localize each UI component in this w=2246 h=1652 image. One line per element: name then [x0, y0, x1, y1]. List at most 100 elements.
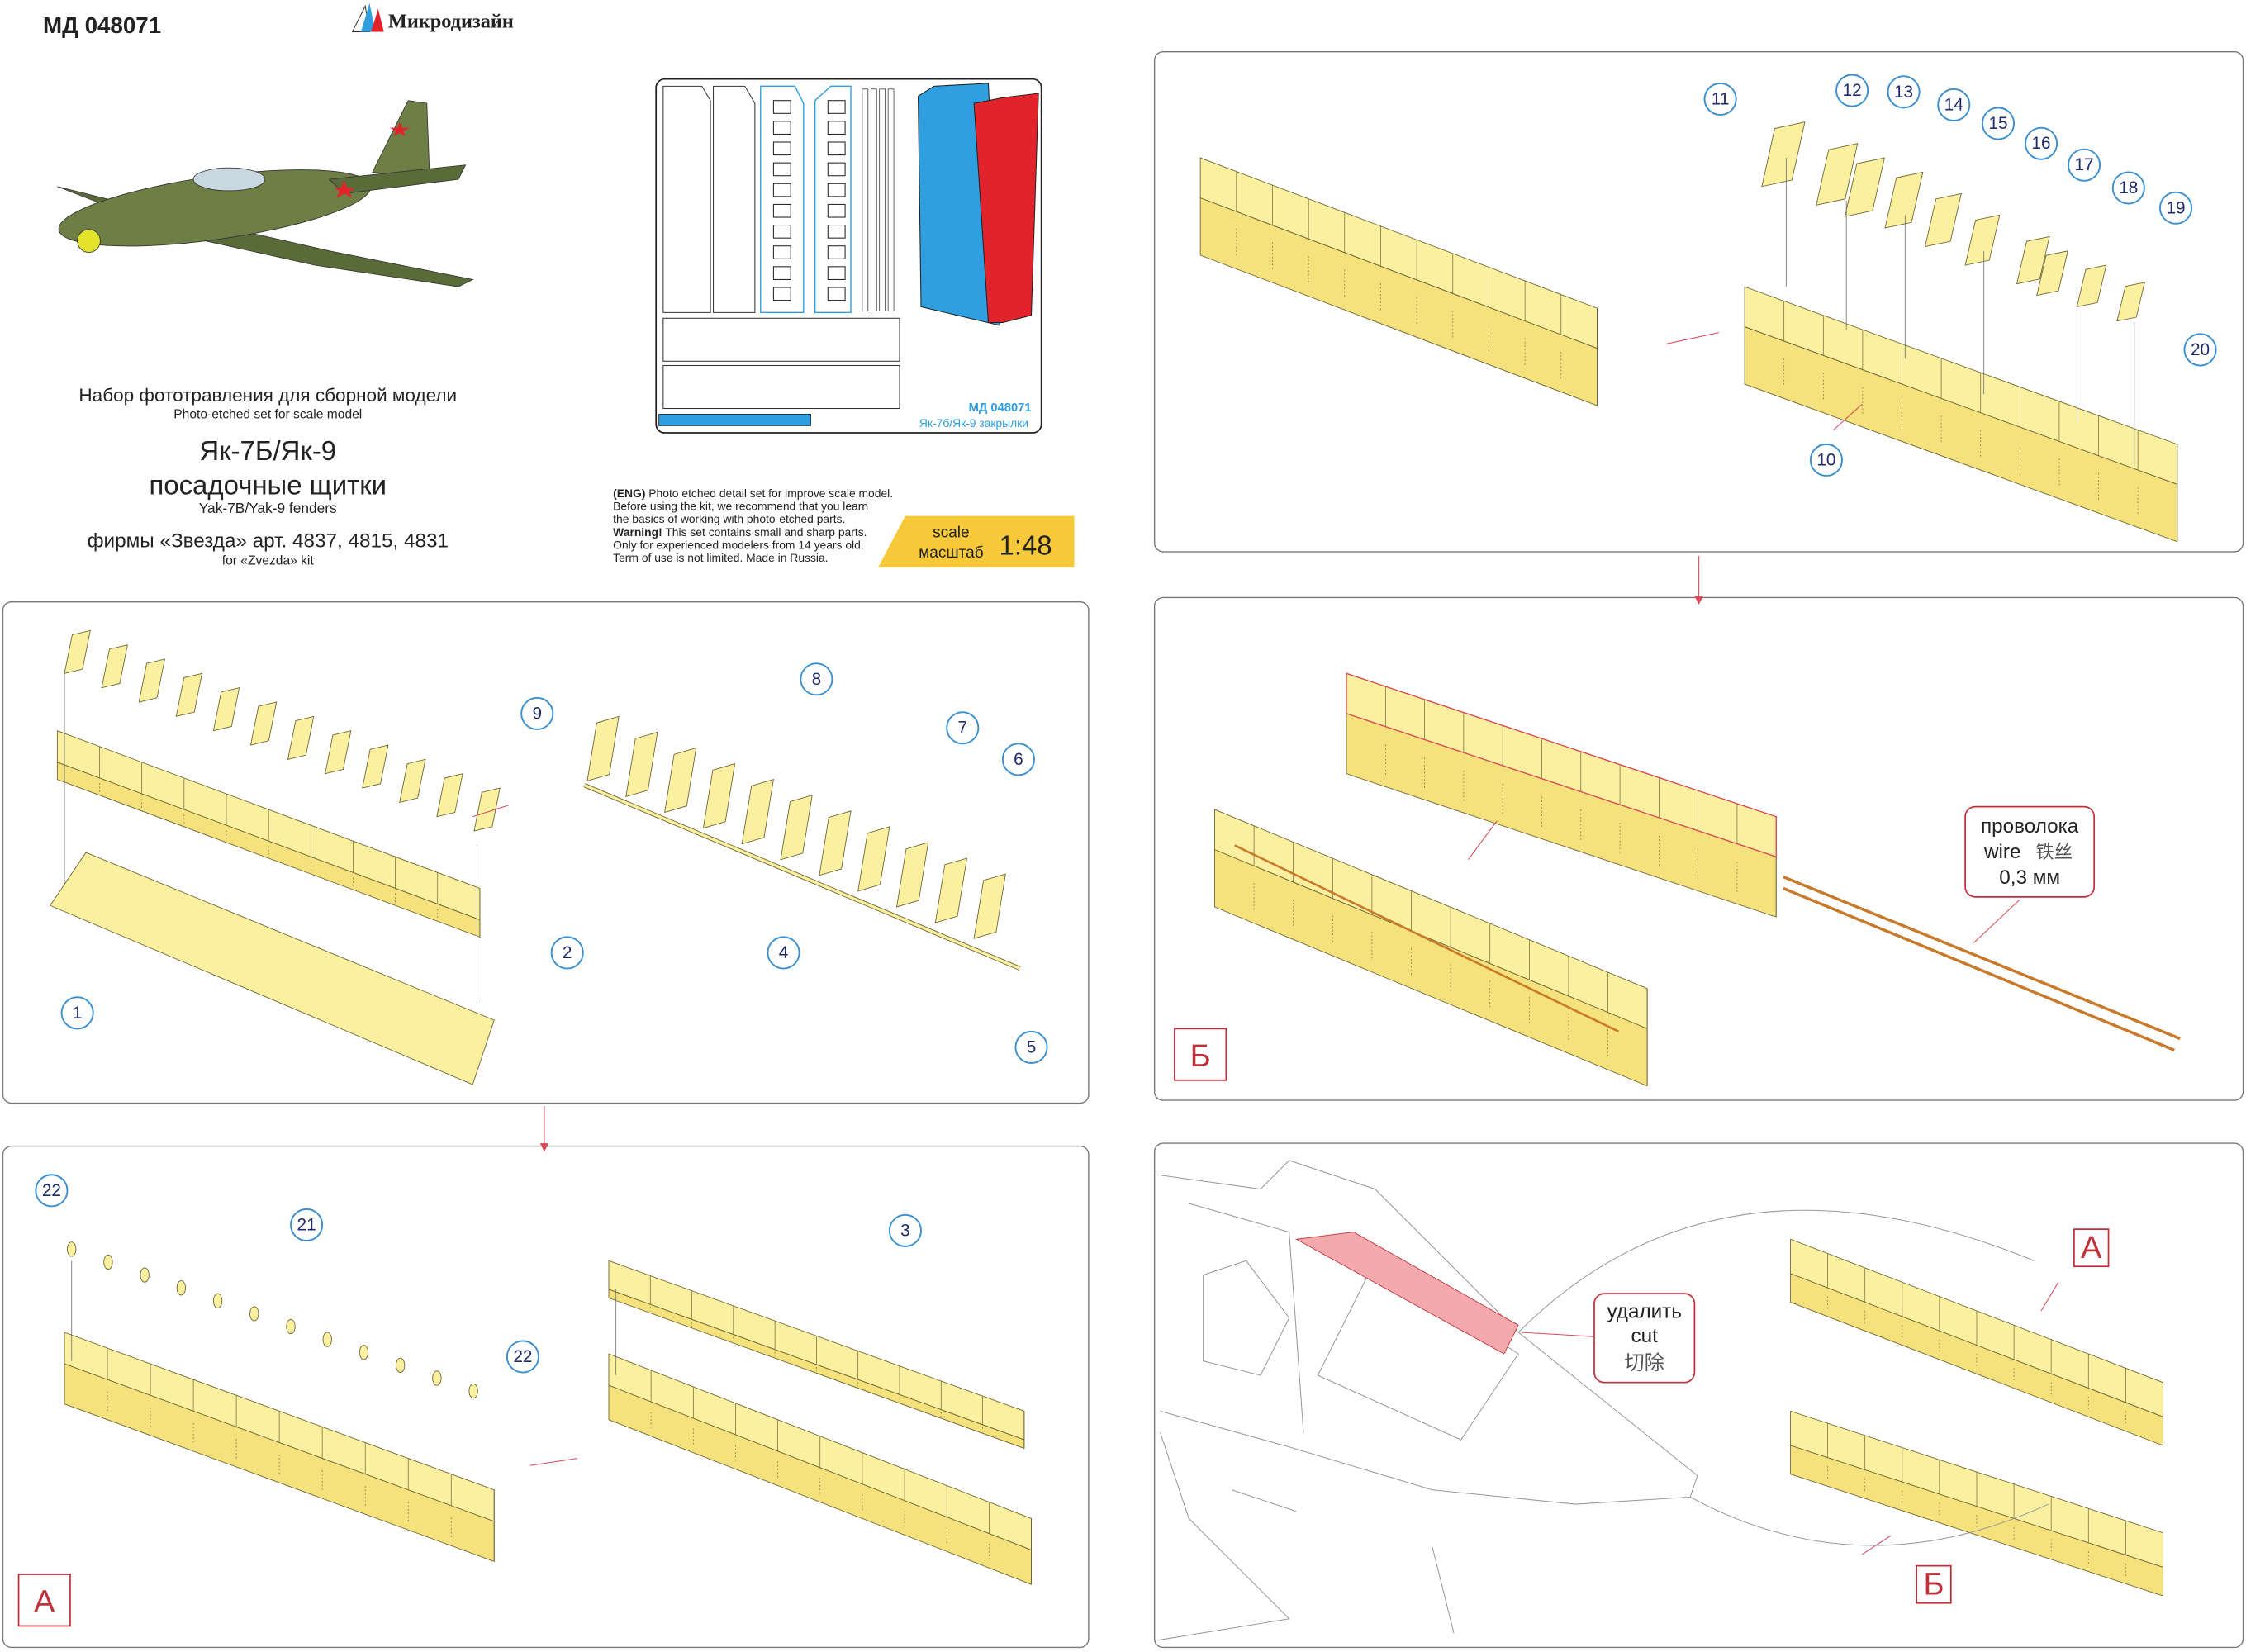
- callout-9: 9: [520, 696, 554, 730]
- callout-2: 2: [550, 936, 584, 970]
- part-16-fin: [1964, 214, 2001, 266]
- marker-text: А: [2081, 1230, 2102, 1265]
- callout-22: 22: [35, 1174, 69, 1208]
- part-11-fin: [1761, 121, 1806, 188]
- callout-number: 17: [2074, 155, 2093, 174]
- part-21-bracket: [286, 1318, 296, 1335]
- part-12-fin: [1816, 143, 1859, 206]
- aircraft-wing-outline: [1157, 1160, 2049, 1641]
- note-warning: Warning!: [613, 525, 662, 539]
- callout-number: 4: [779, 943, 789, 962]
- flap-with-wire: [1214, 809, 1648, 1087]
- part-19-fin: [2076, 264, 2107, 307]
- title-en: Photo-etched set for scale model: [173, 408, 362, 422]
- part-8-fin: [934, 857, 968, 923]
- final-flap-b: [1790, 1410, 2163, 1597]
- part-3-frame: [608, 1260, 1025, 1450]
- model-name: Як-7Б/Як-9: [199, 435, 336, 466]
- callout-number: 22: [513, 1347, 532, 1366]
- brand-logo: Микродизайн: [351, 2, 514, 32]
- cut-label-ru: удалить: [1607, 1301, 1681, 1323]
- callout-11: 11: [1703, 82, 1737, 116]
- wire-label-cn: 铁丝: [2035, 842, 2073, 862]
- comb-fin: [473, 787, 501, 832]
- note-line: Photo etched detail set for improve scal…: [645, 487, 893, 500]
- english-note: (ENG) Photo etched detail set for improv…: [613, 487, 893, 564]
- callout-13: 13: [1887, 75, 1921, 109]
- final-flap-a: [1790, 1238, 2163, 1446]
- part-21-bracket: [103, 1254, 113, 1270]
- part-8-fin: [664, 747, 697, 814]
- scale-value: 1:48: [1000, 529, 1052, 560]
- direction-arrow: [1665, 332, 1719, 344]
- callout-20: 20: [2183, 333, 2217, 367]
- part-21-bracket: [212, 1293, 223, 1308]
- callout-number: 11: [1712, 89, 1730, 108]
- scale-badge: scale масштаб 1:48: [877, 515, 1075, 568]
- callout-6: 6: [1001, 743, 1035, 776]
- marker-text: А: [34, 1583, 55, 1619]
- callout-1: 1: [60, 996, 94, 1030]
- part-21-bracket: [396, 1357, 406, 1373]
- part-13-fin: [1844, 157, 1885, 217]
- callout-17: 17: [2068, 148, 2101, 182]
- part-1-plate: [50, 852, 495, 1085]
- direction-arrow: [472, 805, 509, 818]
- part-21-bracket: [359, 1345, 369, 1360]
- part-14-fin: [1884, 171, 1924, 229]
- callout-number: 1: [73, 1004, 83, 1023]
- fret-code: МД 048071: [969, 401, 1032, 415]
- wire-label-ru: проволока: [1981, 815, 2079, 838]
- part-15-fin: [1924, 192, 1962, 248]
- wire-1: [1783, 875, 2181, 1041]
- comb-fin: [175, 672, 203, 717]
- marker-b-panel: Б: [1174, 1028, 1227, 1081]
- callout-number: 8: [812, 670, 822, 689]
- part-8-fin: [586, 715, 620, 781]
- cut-area: [1294, 1232, 1519, 1355]
- part-8-fin: [973, 873, 1006, 939]
- callout-19: 19: [2159, 191, 2193, 225]
- note-eng-tag: (ENG): [613, 487, 645, 500]
- comb-fin: [138, 658, 165, 703]
- cut-label-cn: 切除: [1624, 1352, 1664, 1374]
- callout-3: 3: [888, 1213, 922, 1247]
- note-line: Only for experienced modelers from 14 ye…: [613, 538, 864, 551]
- marker-b-final: Б: [1916, 1564, 1952, 1604]
- note-line: the basics of working with photo-etched …: [613, 512, 845, 525]
- callout-14: 14: [1937, 88, 1971, 121]
- part-21-bracket: [67, 1241, 77, 1257]
- callout-5: 5: [1014, 1030, 1048, 1064]
- wire-label-en: wire: [1983, 841, 2021, 863]
- callout-number: 15: [1988, 114, 2007, 133]
- callout-7: 7: [946, 711, 980, 745]
- fret-name: Як-7б/Як-9 закрылки: [919, 416, 1028, 430]
- product-code: МД 048071: [43, 12, 161, 38]
- fret-red-part: [973, 93, 1039, 323]
- callout-number: 10: [1816, 450, 1835, 469]
- direction-arrow: [1833, 403, 1863, 430]
- comb-fin: [212, 687, 240, 732]
- flap-with-wire-tubes: [1346, 672, 1777, 918]
- callout-number: 19: [2166, 198, 2185, 217]
- part-8-fin: [895, 842, 929, 908]
- comb-fin: [101, 644, 128, 689]
- wire-label: проволока wire 铁丝 0,3 мм: [1964, 805, 2096, 898]
- flap-assembly-step3: [1199, 157, 1598, 406]
- kit-ru: фирмы «Звезда» арт. 4837, 4815, 4831: [88, 530, 449, 553]
- callout-number: 9: [532, 704, 542, 723]
- wire-2: [1783, 886, 2175, 1051]
- callout-number: 13: [1894, 83, 1913, 102]
- callout-8: 8: [800, 662, 833, 696]
- callout-18: 18: [2111, 171, 2145, 205]
- comb-fin: [64, 629, 91, 674]
- callout-10: 10: [1809, 443, 1843, 477]
- part-18-fin: [2036, 250, 2068, 297]
- part-21-bracket: [468, 1383, 478, 1399]
- callout-21: 21: [290, 1208, 324, 1241]
- scale-label-ru: масштаб: [919, 544, 984, 562]
- direction-arrow: [2040, 1282, 2059, 1312]
- part-21-bracket: [432, 1370, 442, 1386]
